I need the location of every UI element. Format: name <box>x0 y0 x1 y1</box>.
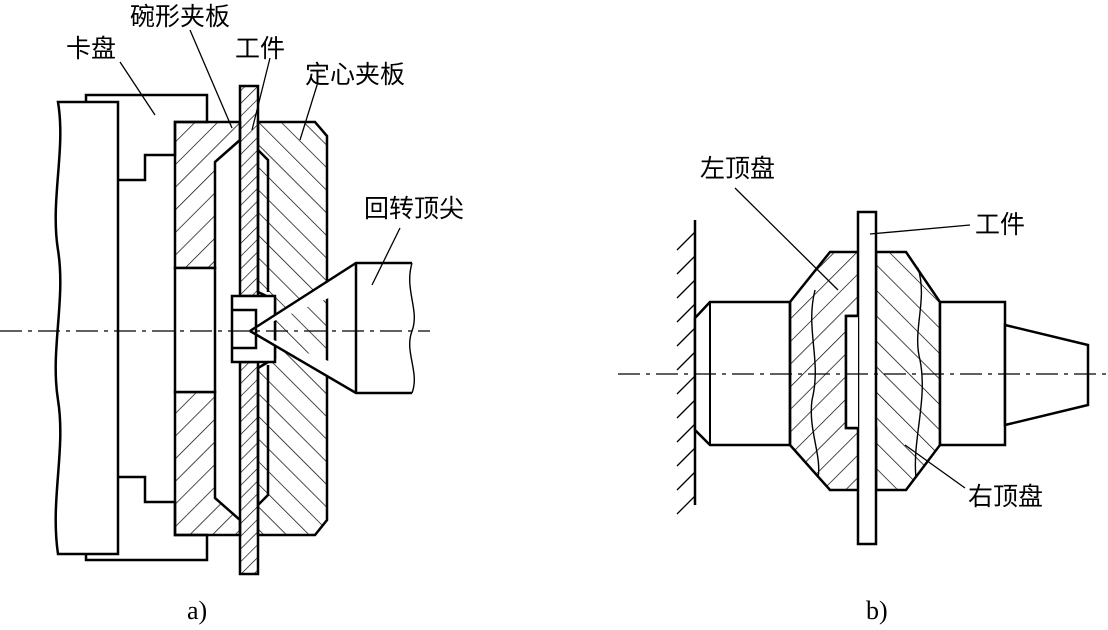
leader-bowl-plate <box>189 29 233 129</box>
label-live-center: 回转顶尖 <box>364 194 465 223</box>
caption-a: a) <box>187 596 208 625</box>
live-center <box>249 261 412 395</box>
live-center-break <box>408 262 416 394</box>
leader-chuck <box>119 61 156 116</box>
leader-right-disc <box>904 444 966 489</box>
wall-hatch <box>676 231 696 515</box>
figure-b <box>618 187 1108 546</box>
leader-centering-plate <box>299 81 319 141</box>
leader-workpiece-a <box>251 57 271 131</box>
label-bowl-plate: 碗形夹板 <box>130 2 231 31</box>
leader-workpiece-b <box>869 224 971 235</box>
label-workpiece-a: 工件 <box>235 34 286 63</box>
leader-live-center <box>371 227 401 286</box>
centering-plate-recess <box>257 149 270 506</box>
workpiece-a-lower <box>238 360 260 576</box>
leader-left-disc <box>734 187 839 291</box>
left-disc-break <box>810 289 820 479</box>
chuck-body <box>54 100 120 556</box>
bowl-plate-lower <box>173 390 242 537</box>
hub-inner <box>232 308 258 350</box>
caption-b: b) <box>866 596 888 625</box>
bowl-plate-hub <box>173 266 217 394</box>
workpiece-b <box>856 210 878 546</box>
tail-cone <box>1003 323 1090 427</box>
label-centering-plate: 定心夹板 <box>305 60 406 89</box>
figure-a <box>0 29 430 576</box>
label-right-disc: 右顶盘 <box>968 482 1044 511</box>
label-chuck: 卡盘 <box>66 34 117 63</box>
right-disc-break <box>914 267 923 479</box>
label-left-disc: 左顶盘 <box>700 154 776 183</box>
label-workpiece-b: 工件 <box>975 210 1026 239</box>
bowl-plate-upper <box>173 120 242 270</box>
